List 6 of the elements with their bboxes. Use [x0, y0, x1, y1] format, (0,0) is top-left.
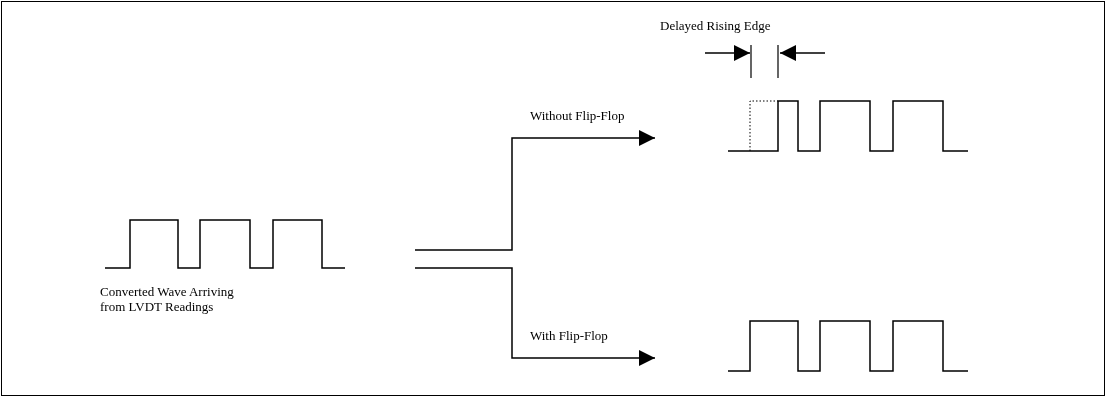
- wave-caption: Converted Wave Arriving from LVDT Readings: [100, 284, 235, 314]
- arrow: [414, 267, 656, 366]
- edge-label: Without Flip-Flop: [530, 108, 625, 123]
- arrow: [414, 130, 656, 251]
- dimension-label: Delayed Rising Edge: [660, 18, 771, 33]
- edge-label: With Flip-Flop: [530, 328, 608, 343]
